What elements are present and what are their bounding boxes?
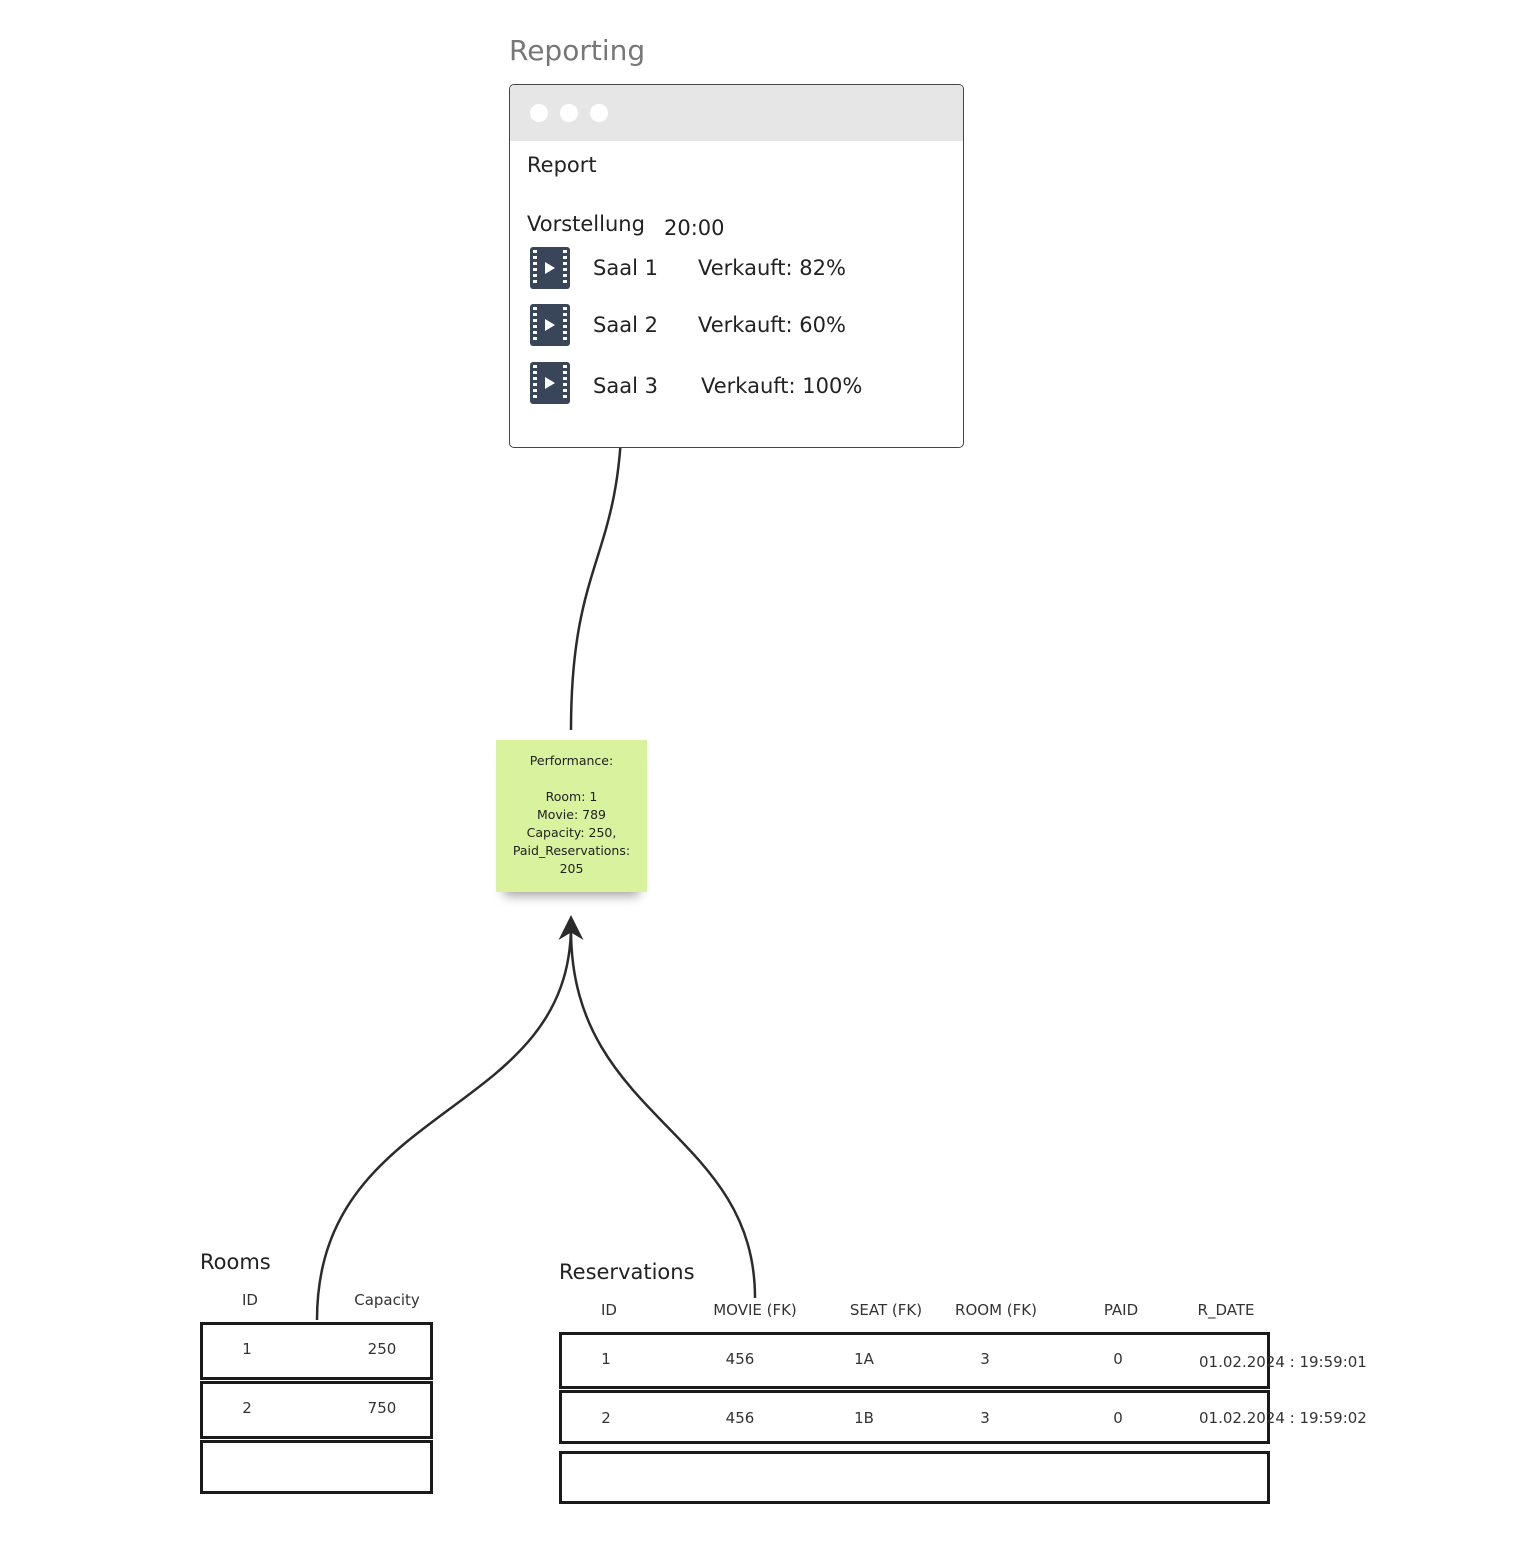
- reservations-column-header: ROOM (FK): [955, 1301, 1037, 1319]
- report-window: Report Vorstellung 20:00 Saal 1 Verkauft…: [509, 84, 964, 448]
- reservations-column-header: R_DATE: [1197, 1301, 1255, 1319]
- window-control-dot-icon[interactable]: [590, 104, 608, 122]
- film-play-icon: [530, 362, 570, 404]
- reservations-cell: 0: [1113, 1350, 1123, 1368]
- reservations-cell: 01.02.2024 : 19:59:02: [1199, 1409, 1367, 1427]
- reporting-title: Reporting: [509, 34, 646, 67]
- sticky-line: Performance:: [529, 753, 614, 768]
- arrow-reservations-to-note: [569, 929, 757, 1299]
- sold-percentage: Verkauft: 60%: [698, 313, 846, 337]
- rooms-cell: 750: [367, 1399, 397, 1417]
- window-control-dot-icon[interactable]: [560, 104, 578, 122]
- rooms-row[interactable]: [200, 1381, 433, 1439]
- sold-percentage: Verkauft: 100%: [701, 374, 863, 398]
- reservations-column-header: ID: [601, 1301, 617, 1319]
- reservations-cell: 0: [1113, 1409, 1123, 1427]
- report-heading: Report: [527, 153, 597, 177]
- reservations-cell: 01.02.2024 : 19:59:01: [1199, 1353, 1367, 1371]
- rooms-row[interactable]: [200, 1322, 433, 1380]
- rooms-cell: 250: [367, 1340, 397, 1358]
- rooms-column-header: Capacity: [354, 1291, 420, 1309]
- arrow-note-to-report: [569, 400, 635, 731]
- reservations-cell: 2: [601, 1409, 611, 1427]
- rooms-row-empty[interactable]: [200, 1440, 433, 1494]
- room-name: Saal 1: [593, 256, 658, 280]
- arrow-rooms-to-note: [315, 915, 584, 1321]
- sold-percentage: Verkauft: 82%: [698, 256, 846, 280]
- sticky-line: Capacity: 250,: [526, 825, 617, 840]
- reservations-cell: 456: [725, 1409, 755, 1427]
- sticky-line: 205: [559, 861, 584, 876]
- film-play-icon: [530, 304, 570, 346]
- reservations-title: Reservations: [559, 1260, 695, 1284]
- sticky-line: Movie: 789: [536, 807, 607, 822]
- window-control-dot-icon[interactable]: [530, 104, 548, 122]
- sticky-line: Room: 1: [545, 789, 598, 804]
- reservations-cell: 3: [980, 1350, 990, 1368]
- performance-time: 20:00: [664, 216, 725, 240]
- reservations-cell: 1: [601, 1350, 611, 1368]
- reservations-column-header: SEAT (FK): [849, 1301, 923, 1319]
- reservations-row[interactable]: [559, 1332, 1270, 1389]
- rooms-cell: 2: [242, 1399, 252, 1417]
- reservations-cell: 1A: [854, 1350, 874, 1368]
- reservations-cell: 3: [980, 1409, 990, 1427]
- performance-label: Vorstellung: [527, 212, 645, 236]
- reservations-column-header: PAID: [1103, 1301, 1139, 1319]
- reservations-cell: 456: [725, 1350, 755, 1368]
- reservations-cell: 1B: [854, 1409, 874, 1427]
- window-titlebar: [510, 85, 963, 141]
- sticky-line: Paid_Reservations:: [512, 843, 631, 858]
- reservations-row-empty[interactable]: [559, 1451, 1270, 1504]
- rooms-title: Rooms: [200, 1250, 271, 1274]
- performance-sticky-note[interactable]: Performance: Room: 1 Movie: 789 Capacity…: [496, 740, 647, 892]
- film-play-icon: [530, 247, 570, 289]
- room-name: Saal 2: [593, 313, 658, 337]
- sticky-line: [496, 770, 647, 788]
- rooms-column-header: ID: [242, 1291, 258, 1309]
- room-name: Saal 3: [593, 374, 658, 398]
- rooms-cell: 1: [242, 1340, 252, 1358]
- reservations-row[interactable]: [559, 1390, 1270, 1444]
- reservations-column-header: MOVIE (FK): [713, 1301, 797, 1319]
